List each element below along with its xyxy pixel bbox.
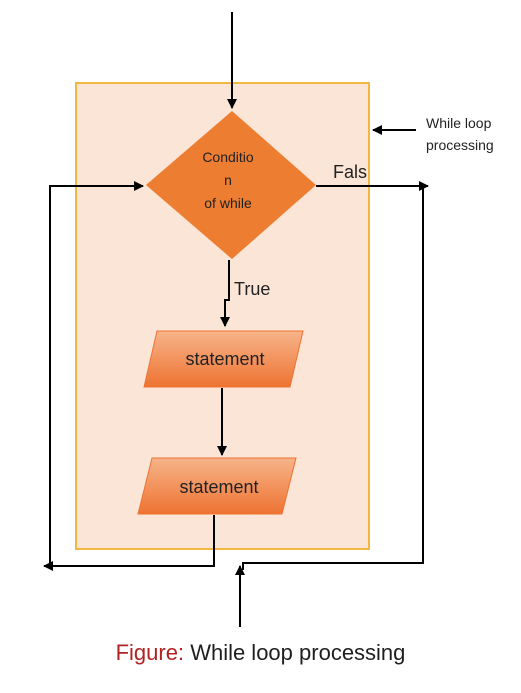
statement-box-2 bbox=[137, 457, 297, 515]
condition-diamond bbox=[146, 111, 316, 259]
true-label: True bbox=[234, 279, 270, 299]
condition-text-line3: of while bbox=[204, 195, 252, 211]
condition-text-line2: n bbox=[224, 172, 232, 188]
side-note-line1: While loop bbox=[426, 115, 492, 131]
loop-return-arrow bbox=[49, 181, 144, 566]
loop-back-arrow bbox=[43, 515, 215, 571]
statement-box-1 bbox=[143, 330, 304, 388]
false-label: Fals bbox=[333, 162, 367, 182]
caption-text: While loop processing bbox=[190, 640, 406, 665]
true-branch-arrow bbox=[220, 260, 230, 327]
caption-prefix: Figure: bbox=[115, 640, 185, 665]
figure-caption: Figure: While loop processing bbox=[0, 640, 521, 666]
side-note-line2: processing bbox=[426, 137, 494, 153]
statement-text-2: statement bbox=[179, 477, 258, 497]
condition-text-line1: Conditio bbox=[202, 149, 254, 165]
statement-text-1: statement bbox=[185, 349, 264, 369]
